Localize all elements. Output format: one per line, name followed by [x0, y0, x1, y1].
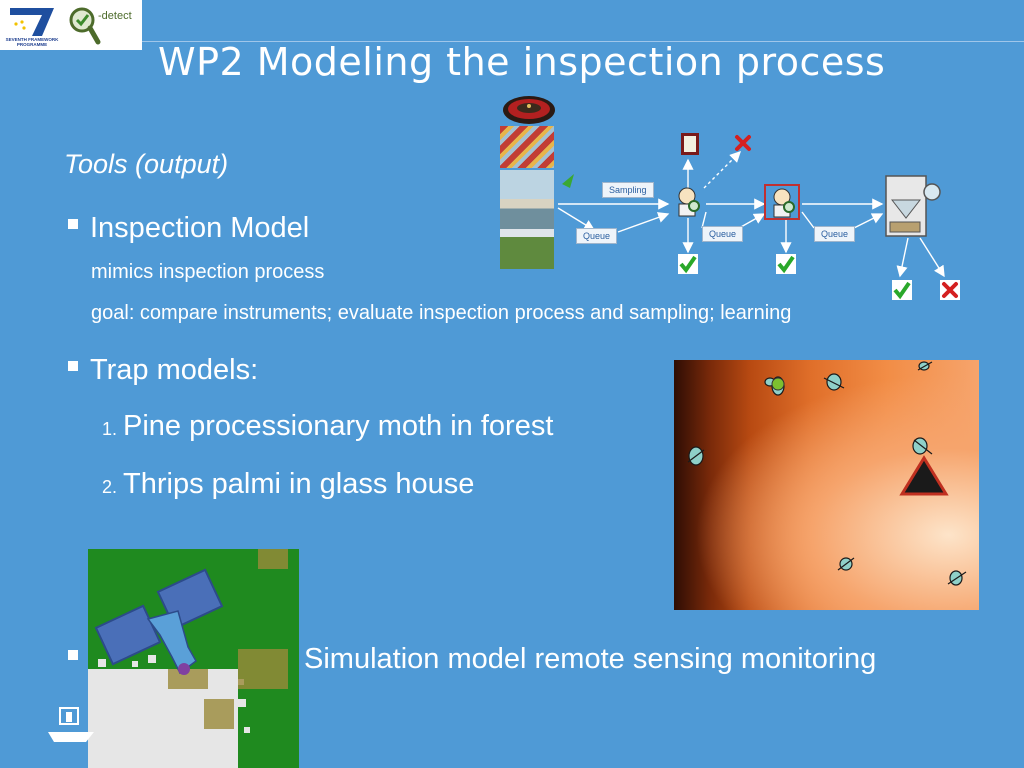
page-title: WP2 Modeling the inspection process: [158, 40, 886, 84]
sampling-node: Sampling: [602, 182, 654, 198]
bullet-trap-models: Trap models:: [90, 354, 259, 386]
list-text: Pine processionary moth in forest: [123, 410, 554, 442]
check-icon: [776, 254, 796, 274]
lab-equipment-icon: [885, 175, 941, 237]
check-icon: [892, 280, 912, 300]
satellite-icon: [94, 568, 224, 675]
bullet-inspection-model: Inspection Model: [90, 212, 310, 244]
diagram-arrows: [557, 151, 945, 278]
fp7-logo: [10, 8, 54, 36]
list-text: Thrips palmi in glass house: [123, 468, 475, 500]
queue-node-2: Queue: [702, 226, 744, 242]
inspector-icon: [678, 187, 700, 217]
q-detect-label: -detect: [98, 10, 132, 22]
cross-icon: [940, 280, 960, 300]
list-number: 1.: [102, 419, 118, 439]
remote-sensing-scene: [88, 549, 288, 768]
section-subtitle: Tools (output): [64, 149, 229, 179]
inspection-process-diagram: Sampling Queue Queue Queue: [496, 92, 966, 304]
roulette-icon: [503, 96, 555, 124]
field-photo: [500, 229, 554, 269]
inspector-icon: [764, 184, 800, 220]
inspection-model-desc: mimics inspection process: [91, 261, 325, 283]
fp7-caption: SEVENTH FRAMEWORK PROGRAMME: [5, 37, 59, 47]
bullet-marker: [68, 219, 78, 229]
remote-sensing-image: [88, 549, 299, 768]
logo-bar: SEVENTH FRAMEWORK PROGRAMME -detect: [0, 0, 142, 50]
queue-node-3: Queue: [814, 226, 856, 242]
title-divider: [142, 41, 1024, 42]
moth-icon: [947, 570, 967, 586]
inspection-model-goal: goal: compare instruments; evaluate insp…: [91, 302, 792, 324]
document-icon: [681, 133, 699, 155]
moth-icon: [917, 361, 933, 371]
trap-simulation-image: [674, 360, 979, 610]
moth-icon: [837, 557, 855, 571]
moth-icon: [823, 373, 845, 391]
cross-icon: [735, 135, 751, 151]
trap-marker-icon: [899, 455, 949, 496]
moth-markers: [687, 361, 967, 586]
market-photo: [500, 126, 554, 168]
bullet-simulation: Simulation model remote sensing monitori…: [304, 643, 877, 675]
bullet-marker: [68, 650, 78, 660]
check-icon: [678, 254, 698, 274]
q-detect-logo: [69, 7, 101, 45]
queue-node-1: Queue: [576, 228, 618, 244]
moth-icon: [687, 446, 705, 466]
port-photo: [500, 170, 554, 234]
list-number: 2.: [102, 477, 118, 497]
ship-icon: [48, 707, 94, 742]
trap-model-item-2: 2.Thrips palmi in glass house: [102, 468, 474, 501]
bullet-marker: [68, 361, 78, 371]
trap-model-item-1: 1.Pine processionary moth in forest: [102, 410, 553, 443]
moth-icon: [912, 437, 933, 455]
green-triangle-icon: [562, 174, 574, 188]
